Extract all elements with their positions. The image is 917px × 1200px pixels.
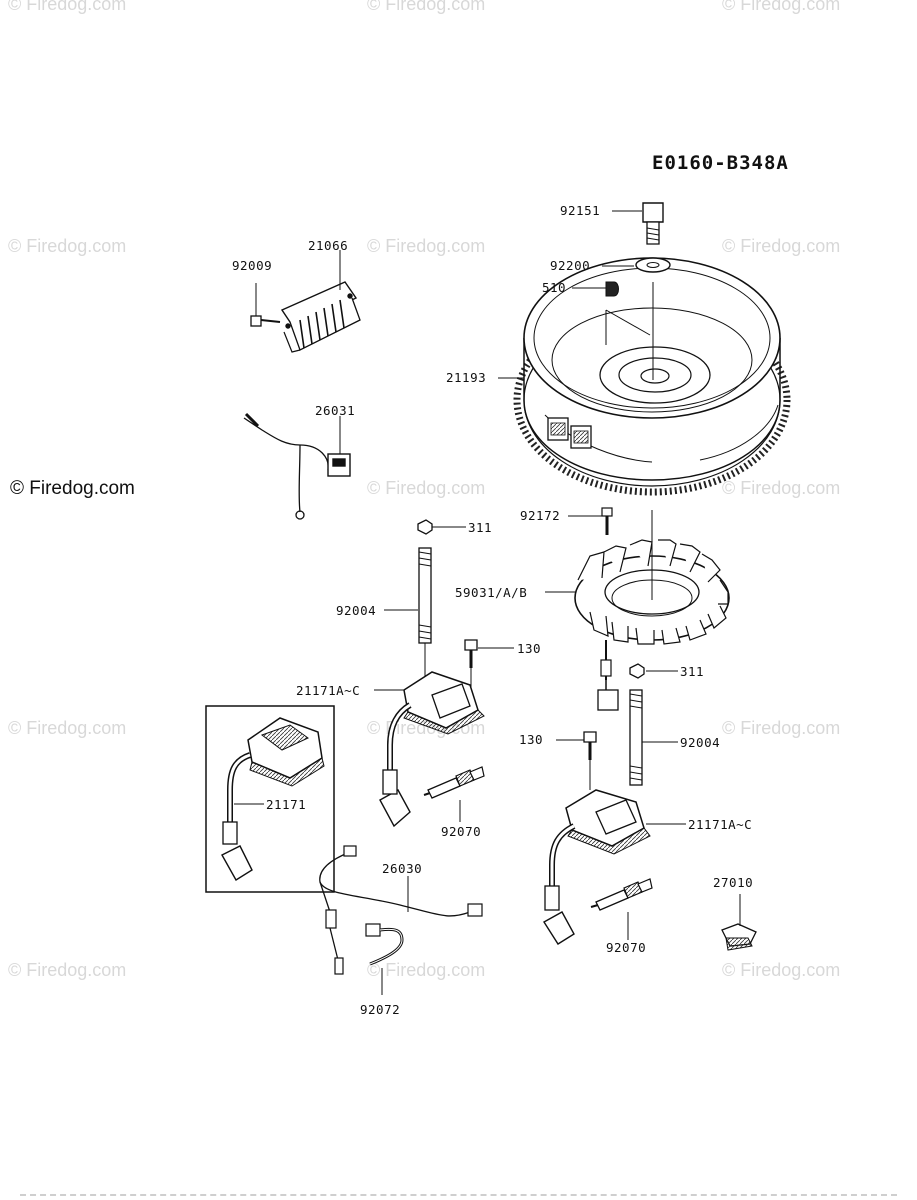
- switch-part: [721, 894, 757, 951]
- watermark: © Firedog.com: [367, 236, 486, 256]
- watermark: © Firedog.com: [722, 0, 841, 14]
- bolt-part: [642, 202, 664, 245]
- callout-311: 311: [468, 520, 493, 535]
- watermark: © Firedog.com: [367, 960, 486, 980]
- watermark: © Firedog.com: [722, 236, 841, 256]
- lead-wire-part: [319, 845, 483, 975]
- callout-130: 130: [519, 732, 544, 747]
- watermark: © Firedog.com: [722, 718, 841, 738]
- washer-part: [635, 257, 671, 273]
- flywheel-part: [513, 257, 791, 496]
- lead-wire-part: [365, 923, 404, 995]
- lead-wire-part: [243, 412, 351, 520]
- watermark: © Firedog.com: [8, 960, 127, 980]
- callout-510: 510: [542, 280, 567, 295]
- callout-92070: 92070: [441, 824, 482, 839]
- callout-27010: 27010: [713, 875, 754, 890]
- callout-92004: 92004: [336, 603, 377, 618]
- screw-part: [250, 283, 281, 327]
- coil-box: [205, 705, 335, 893]
- ignition-coil-part: [221, 717, 325, 881]
- watermark-dark: © Firedog.com: [10, 478, 135, 499]
- diagram-code: E0160-B348A: [652, 152, 789, 174]
- watermark: © Firedog.com: [8, 718, 127, 738]
- callout-21193: 21193: [446, 370, 487, 385]
- callout-92072: 92072: [360, 1002, 401, 1017]
- callout-21171A: 21171A~C: [296, 683, 361, 698]
- callout-21171: 21171: [266, 797, 307, 812]
- nut-part: [417, 519, 433, 535]
- callout-92151: 92151: [560, 203, 601, 218]
- callout-92070: 92070: [606, 940, 647, 955]
- watermark: © Firedog.com: [722, 960, 841, 980]
- callout-26031: 26031: [315, 403, 356, 418]
- stud-part: [629, 689, 643, 786]
- bolt-part: [464, 639, 478, 695]
- callout-21171A: 21171A~C: [688, 817, 753, 832]
- watermark: © Firedog.com: [722, 478, 841, 498]
- watermark: © Firedog.com: [8, 236, 127, 256]
- callout-21066: 21066: [308, 238, 349, 253]
- callout-130: 130: [517, 641, 542, 656]
- spark-plug-part: [590, 878, 653, 911]
- watermark: © Firedog.com: [367, 478, 486, 498]
- regulator-part: [280, 281, 361, 353]
- callout-26030: 26030: [382, 861, 423, 876]
- callout-92004: 92004: [680, 735, 721, 750]
- nut-part: [629, 663, 645, 679]
- ignition-coil-part: [379, 671, 485, 828]
- bolt-part: [601, 507, 613, 535]
- watermark: © Firedog.com: [367, 0, 486, 14]
- callout-59031: 59031/A/B: [455, 585, 528, 600]
- stud-part: [418, 547, 432, 680]
- spark-plug-part: [423, 766, 485, 799]
- page-bottom-rule: [20, 1194, 897, 1196]
- key-part: [605, 281, 619, 297]
- callout-92200: 92200: [550, 258, 591, 273]
- stator-part: [574, 510, 730, 711]
- callout-92172: 92172: [520, 508, 561, 523]
- ignition-coil-part: [543, 789, 651, 945]
- callout-92009: 92009: [232, 258, 273, 273]
- bolt-part: [583, 731, 597, 790]
- callout-311: 311: [680, 664, 705, 679]
- watermark: © Firedog.com: [8, 0, 127, 14]
